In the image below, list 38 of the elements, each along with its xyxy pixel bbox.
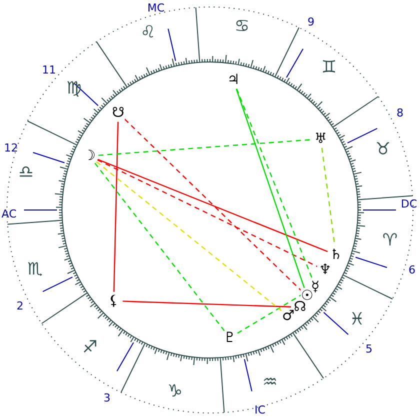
planet-glyph: ⚸ bbox=[108, 294, 119, 308]
house-label: AC bbox=[2, 208, 16, 220]
planet-glyph: ♄ bbox=[330, 248, 342, 262]
planet-glyph: ♂ bbox=[282, 309, 295, 324]
house-label: 3 bbox=[104, 392, 110, 404]
house-label: 8 bbox=[396, 108, 404, 118]
planet-glyph: ♅ bbox=[314, 132, 327, 146]
zodiac-sign-glyph: ♎ bbox=[18, 164, 34, 182]
house-label: 9 bbox=[308, 16, 314, 28]
aspect-line bbox=[98, 139, 312, 156]
house-label: MC bbox=[147, 2, 165, 14]
zodiac-sign-glyph: ♊ bbox=[321, 60, 337, 76]
aspect-line bbox=[97, 159, 318, 267]
zodiac-sign-glyph: ♈ bbox=[382, 232, 398, 250]
house-label: 5 bbox=[366, 344, 372, 354]
planet-glyph: ☿ bbox=[311, 280, 320, 294]
aspect-line bbox=[113, 122, 119, 292]
zodiac-sign-glyph: ♉ bbox=[375, 142, 391, 158]
aspect-line bbox=[98, 158, 328, 252]
house-label: 12 bbox=[4, 142, 18, 154]
aspect-line bbox=[122, 300, 292, 308]
zodiac-sign-glyph: ♍ bbox=[66, 80, 82, 98]
zodiac-sign-glyph: ♒ bbox=[262, 374, 278, 392]
zodiac-sign-glyph: ♐ bbox=[82, 340, 98, 356]
aspect-line bbox=[96, 161, 282, 312]
zodiac-sign-glyph: ♌ bbox=[140, 24, 156, 42]
zodiac-sign-glyph: ♓ bbox=[349, 312, 365, 328]
zodiac-sign-glyph: ♋ bbox=[234, 18, 250, 36]
house-label: 11 bbox=[42, 64, 56, 76]
zodiac-sign-glyph: ♏ bbox=[27, 262, 43, 278]
house-label: DC bbox=[400, 198, 418, 210]
zodiac-sign-glyph: ♑ bbox=[167, 384, 183, 400]
house-label: IC bbox=[254, 404, 266, 416]
planet-glyph: ☋ bbox=[112, 106, 124, 120]
aspect-line bbox=[124, 118, 302, 291]
house-label: 2 bbox=[16, 300, 24, 312]
house-label: 6 bbox=[408, 264, 416, 276]
aspect-line bbox=[94, 162, 225, 332]
